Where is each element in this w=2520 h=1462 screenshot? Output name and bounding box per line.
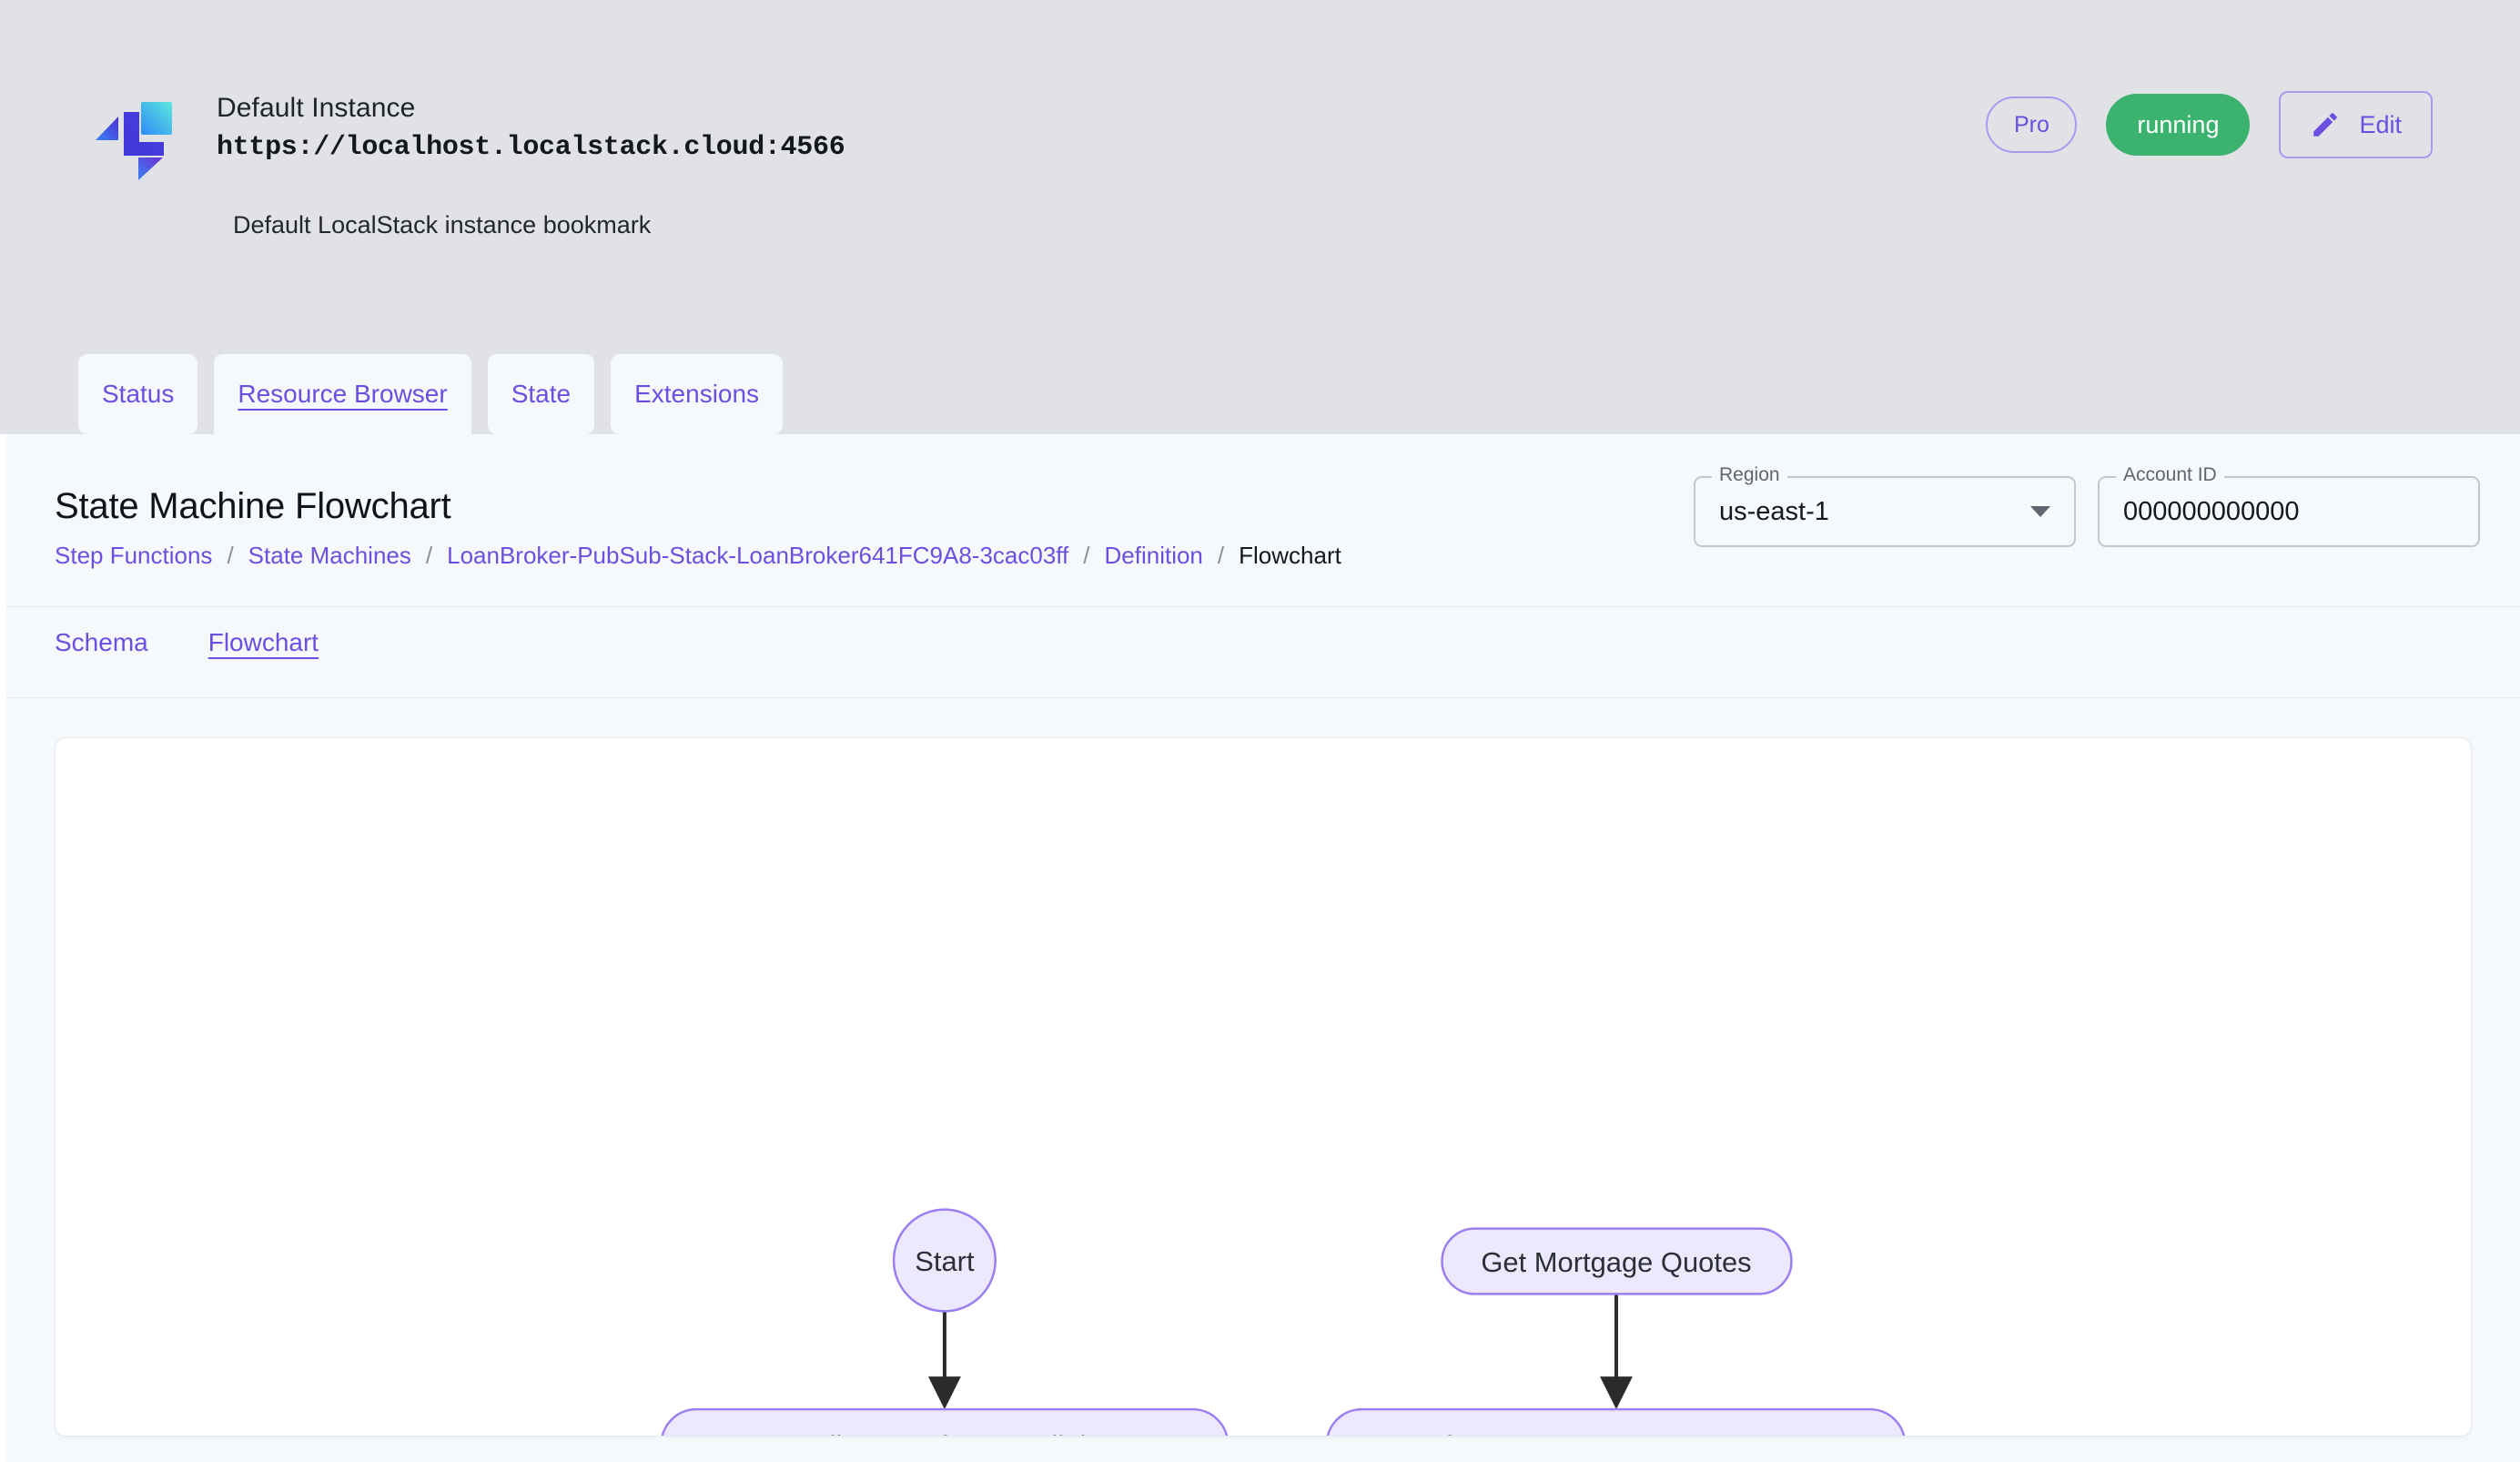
flow-node-start-label: Start — [915, 1245, 975, 1277]
account-id-input[interactable]: Account ID 000000000000 — [2098, 465, 2480, 547]
header-divider — [6, 606, 2520, 607]
edge-quotes-to-transform — [1600, 1294, 1633, 1410]
flow-node-transform-mortgage-quotes-response[interactable]: Transform Mortgage Quotes Response — [1326, 1407, 1906, 1436]
flowchart-card: Start Get Credit Score from credit burea… — [55, 737, 2472, 1437]
content-panel: State Machine Flowchart Step Functions /… — [6, 434, 2520, 1462]
flow-node-start[interactable]: Start — [892, 1208, 997, 1313]
instance-name: Default Instance — [217, 93, 416, 123]
tab-state[interactable]: State — [487, 354, 595, 434]
sub-tab-schema[interactable]: Schema — [55, 628, 148, 656]
breadcrumb-item-state-machines[interactable]: State Machines — [248, 542, 411, 569]
breadcrumb-item-step-functions[interactable]: Step Functions — [55, 542, 213, 569]
region-label: Region — [1712, 465, 1787, 484]
sub-tab-bar: Schema Flowchart — [55, 628, 319, 662]
breadcrumb-separator: / — [227, 542, 234, 569]
breadcrumb: Step Functions / State Machines / LoanBr… — [55, 542, 1341, 570]
localstack-logo-icon — [87, 84, 184, 180]
header-actions: Pro running Edit — [1986, 91, 2433, 158]
pencil-icon — [2310, 109, 2341, 140]
page-head: State Machine Flowchart Step Functions /… — [6, 434, 2520, 606]
region-value: us-east-1 — [1719, 496, 1829, 526]
flow-node-get-mortgage-quotes[interactable]: Get Mortgage Quotes — [1441, 1227, 1793, 1295]
chevron-down-icon — [2030, 506, 2050, 517]
account-id-value: 000000000000 — [2123, 496, 2300, 526]
page-title: State Machine Flowchart — [55, 486, 451, 526]
brand-row: Default Instance https://localhost.local… — [87, 84, 845, 180]
flow-node-get-credit-score-label: Get Credit Score from credit bureau — [722, 1429, 1168, 1436]
tab-extensions-label: Extensions — [634, 380, 760, 408]
flow-node-transform-mortgage-quotes-response-label: Transform Mortgage Quotes Response — [1373, 1429, 1860, 1436]
breadcrumb-separator: / — [425, 542, 433, 569]
tab-status[interactable]: Status — [78, 354, 198, 434]
region-select[interactable]: Region us-east-1 — [1694, 465, 2076, 547]
tab-state-label: State — [511, 380, 572, 408]
tab-resource-browser[interactable]: Resource Browser — [214, 354, 471, 434]
flow-node-get-mortgage-quotes-label: Get Mortgage Quotes — [1481, 1246, 1751, 1278]
breadcrumb-separator: / — [1217, 542, 1225, 569]
breadcrumb-item-flowchart: Flowchart — [1239, 542, 1341, 569]
tab-status-label: Status — [102, 380, 175, 408]
account-id-label: Account ID — [2116, 465, 2224, 484]
instance-info: Default Instance https://localhost.local… — [217, 84, 845, 166]
selectors: Region us-east-1 Account ID 000000000000 — [1694, 465, 2480, 547]
instance-url: https://localhost.localstack.cloud:4566 — [217, 131, 845, 163]
status-badge[interactable]: running — [2106, 94, 2251, 156]
tab-extensions[interactable]: Extensions — [611, 354, 784, 434]
breadcrumb-item-definition[interactable]: Definition — [1104, 542, 1203, 569]
tab-resource-browser-label: Resource Browser — [238, 380, 448, 408]
breadcrumb-separator: / — [1083, 542, 1090, 569]
edit-button[interactable]: Edit — [2279, 91, 2433, 158]
pro-badge[interactable]: Pro — [1986, 96, 2078, 153]
edit-button-label: Edit — [2359, 110, 2402, 138]
instance-description: Default LocalStack instance bookmark — [233, 211, 652, 239]
breadcrumb-item-state-machine-name[interactable]: LoanBroker-PubSub-Stack-LoanBroker641FC9… — [447, 542, 1069, 569]
flowchart-svg: Start Get Credit Score from credit burea… — [661, 1208, 1906, 1436]
flow-node-get-credit-score[interactable]: Get Credit Score from credit bureau — [661, 1407, 1229, 1436]
main-tab-bar: Status Resource Browser State Extensions — [78, 354, 784, 434]
sub-tab-divider — [6, 697, 2520, 698]
sub-tab-flowchart[interactable]: Flowchart — [207, 628, 319, 656]
edge-start-to-credit — [927, 1311, 961, 1410]
